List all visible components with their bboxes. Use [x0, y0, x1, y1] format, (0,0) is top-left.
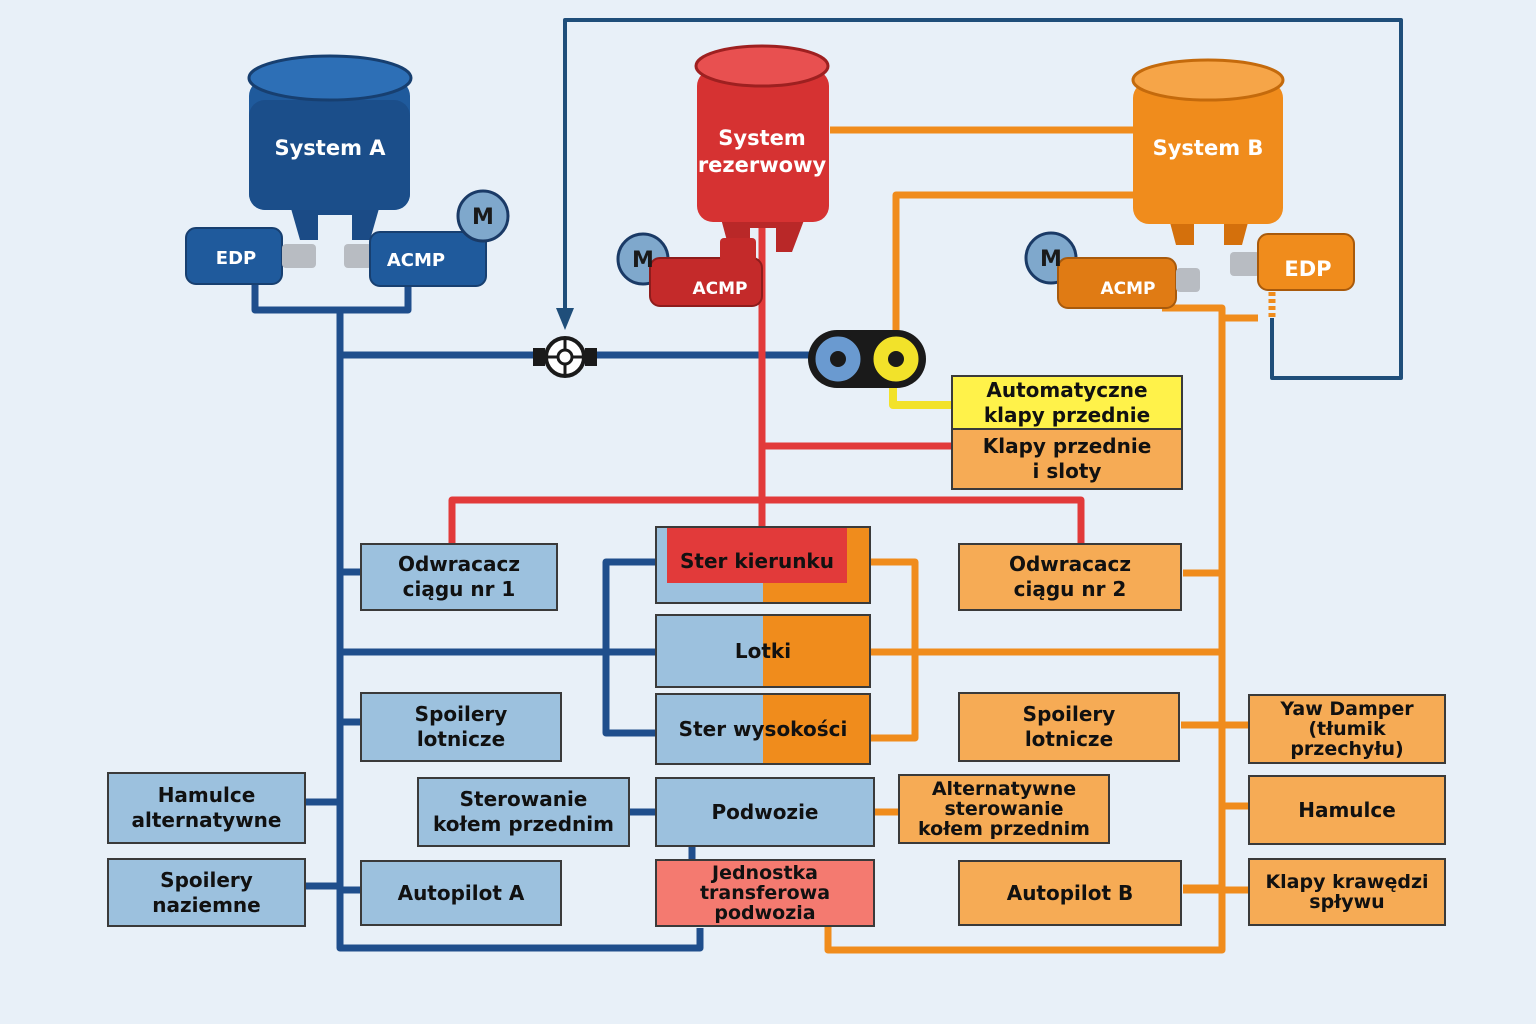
pump-edp-a — [185, 227, 316, 285]
pump-edp-b-label: EDP — [1284, 257, 1331, 281]
box-gear-transfer-unit: Jednostka transferowa podwozia — [655, 859, 875, 927]
system-a-lines — [251, 280, 815, 952]
pump-acmp-standby-label: ACMP — [692, 279, 747, 299]
pump-acmp-b-label: ACMP — [1100, 279, 1155, 299]
box-alt-brakes: Hamulce alternatywne — [107, 772, 306, 844]
reservoir-standby — [694, 44, 830, 252]
box-alt-nose-steering: Alternatywne sterowanie kołem przednim — [898, 774, 1110, 844]
box-ailerons: Lotki — [655, 614, 871, 688]
crossfeed-valve-icon — [533, 336, 597, 378]
reservoir-system-a — [247, 54, 413, 240]
pump-acmp-a-label: ACMP — [387, 250, 445, 271]
motor-a-icon: M — [472, 205, 494, 230]
box-trailing-edge-flaps: Klapy krawędzi spływu — [1248, 858, 1446, 926]
reservoir-system-b — [1131, 58, 1285, 245]
box-autopilot-b: Autopilot B — [958, 860, 1182, 926]
reservoir-standby-label-1: System — [718, 126, 805, 150]
arrowhead-icon — [556, 308, 574, 330]
pump-edp-a-label: EDP — [216, 248, 256, 269]
box-flight-spoilers-a: Spoilery lotnicze — [360, 692, 562, 762]
pump-acmp-a — [344, 189, 510, 287]
reservoir-standby-label-2: rezerwowy — [698, 153, 827, 177]
box-slats: Klapy przednie i sloty — [951, 430, 1183, 490]
box-brakes: Hamulce — [1248, 775, 1446, 845]
pump-acmp-b — [1024, 231, 1200, 309]
reservoir-a-label: System A — [274, 136, 386, 160]
box-ground-spoilers: Spoilery naziemne — [107, 858, 306, 927]
rudder-label: Ster kierunku — [667, 528, 847, 583]
motor-b-icon: M — [1040, 247, 1062, 272]
box-auto-slats: Automatyczne klapy przednie — [951, 375, 1183, 430]
box-yaw-damper: Yaw Damper (tłumik przechyłu) — [1248, 694, 1446, 764]
pump-edp-b — [1230, 233, 1355, 291]
box-thrust-reverser-2: Odwracacz ciągu nr 2 — [958, 543, 1182, 611]
system-b-lines — [824, 126, 1258, 954]
crossfeed-loop-line — [563, 18, 1403, 380]
auto-slats-line — [889, 385, 952, 409]
box-elevator: Ster wysokości — [655, 693, 871, 765]
box-landing-gear: Podwozie — [655, 777, 875, 847]
box-flight-spoilers-b: Spoilery lotnicze — [958, 692, 1180, 762]
motor-standby-icon: M — [632, 248, 654, 273]
box-autopilot-a: Autopilot A — [360, 860, 562, 926]
box-nose-steering: Sterowanie kołem przednim — [417, 777, 630, 847]
power-transfer-unit-icon — [808, 330, 926, 388]
reservoir-b-label: System B — [1153, 136, 1264, 160]
box-thrust-reverser-1: Odwracacz ciągu nr 1 — [360, 543, 558, 611]
pump-acmp-standby — [616, 232, 763, 307]
box-rudder: Ster kierunku — [655, 526, 871, 604]
